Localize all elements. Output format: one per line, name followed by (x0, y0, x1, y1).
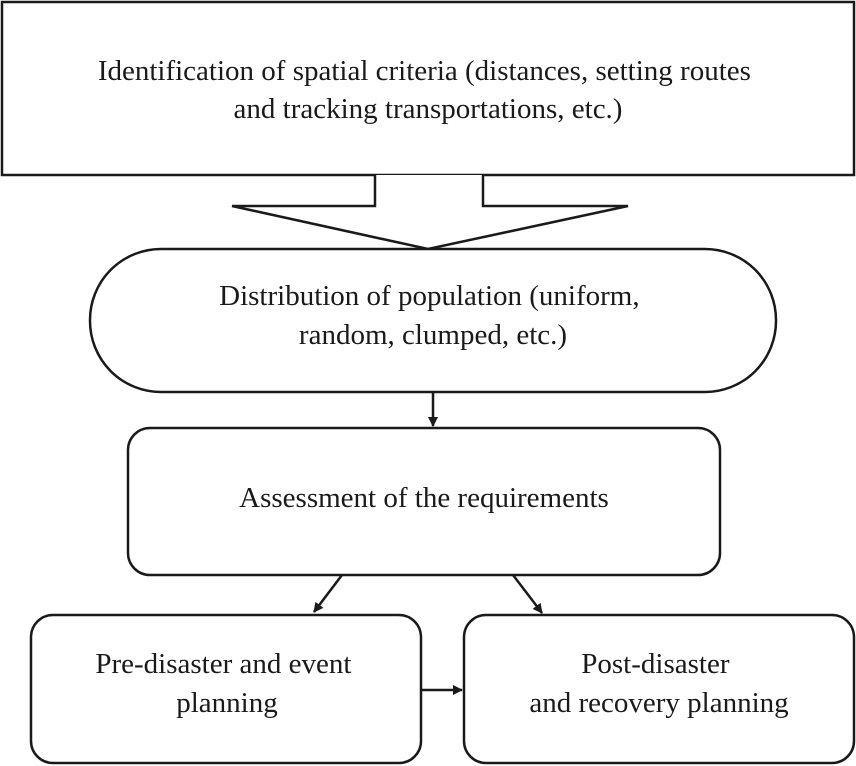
post-disaster-planning-text: Post-disaster and recovery planning (529, 648, 788, 719)
spatial-criteria-box (0, 0, 856, 177)
pre-disaster-planning-line-1: Pre-disaster and event (95, 648, 351, 680)
arrow-assessment-to-pre-disaster (313, 574, 343, 613)
requirements-assessment-box (126, 426, 722, 577)
pre-disaster-planning-line-2: planning (176, 687, 278, 719)
pre-disaster-planning-text: Pre-disaster and event planning (95, 648, 358, 719)
requirements-assessment-line-1: Assessment of the requirements (239, 482, 609, 514)
post-disaster-planning-box (462, 613, 856, 765)
population-distribution-line-2: random, clumped, etc.) (299, 319, 567, 351)
spatial-criteria-text: Identification of spatial criteria (dist… (98, 55, 758, 125)
post-disaster-planning-line-1: Post-disaster (581, 648, 730, 680)
population-distribution-line-1: Distribution of population (uniform, (219, 280, 639, 312)
block-arrow-down (231, 175, 629, 251)
spatial-criteria-line-1: Identification of spatial criteria (dist… (98, 55, 751, 87)
arrow-assessment-to-post-disaster (512, 574, 543, 614)
population-distribution-text: Distribution of population (uniform, ran… (219, 280, 647, 351)
requirements-assessment-text: Assessment of the requirements (239, 482, 609, 514)
post-disaster-planning-line-2: and recovery planning (529, 687, 788, 719)
spatial-criteria-line-2: and tracking transportations, etc.) (234, 93, 623, 125)
